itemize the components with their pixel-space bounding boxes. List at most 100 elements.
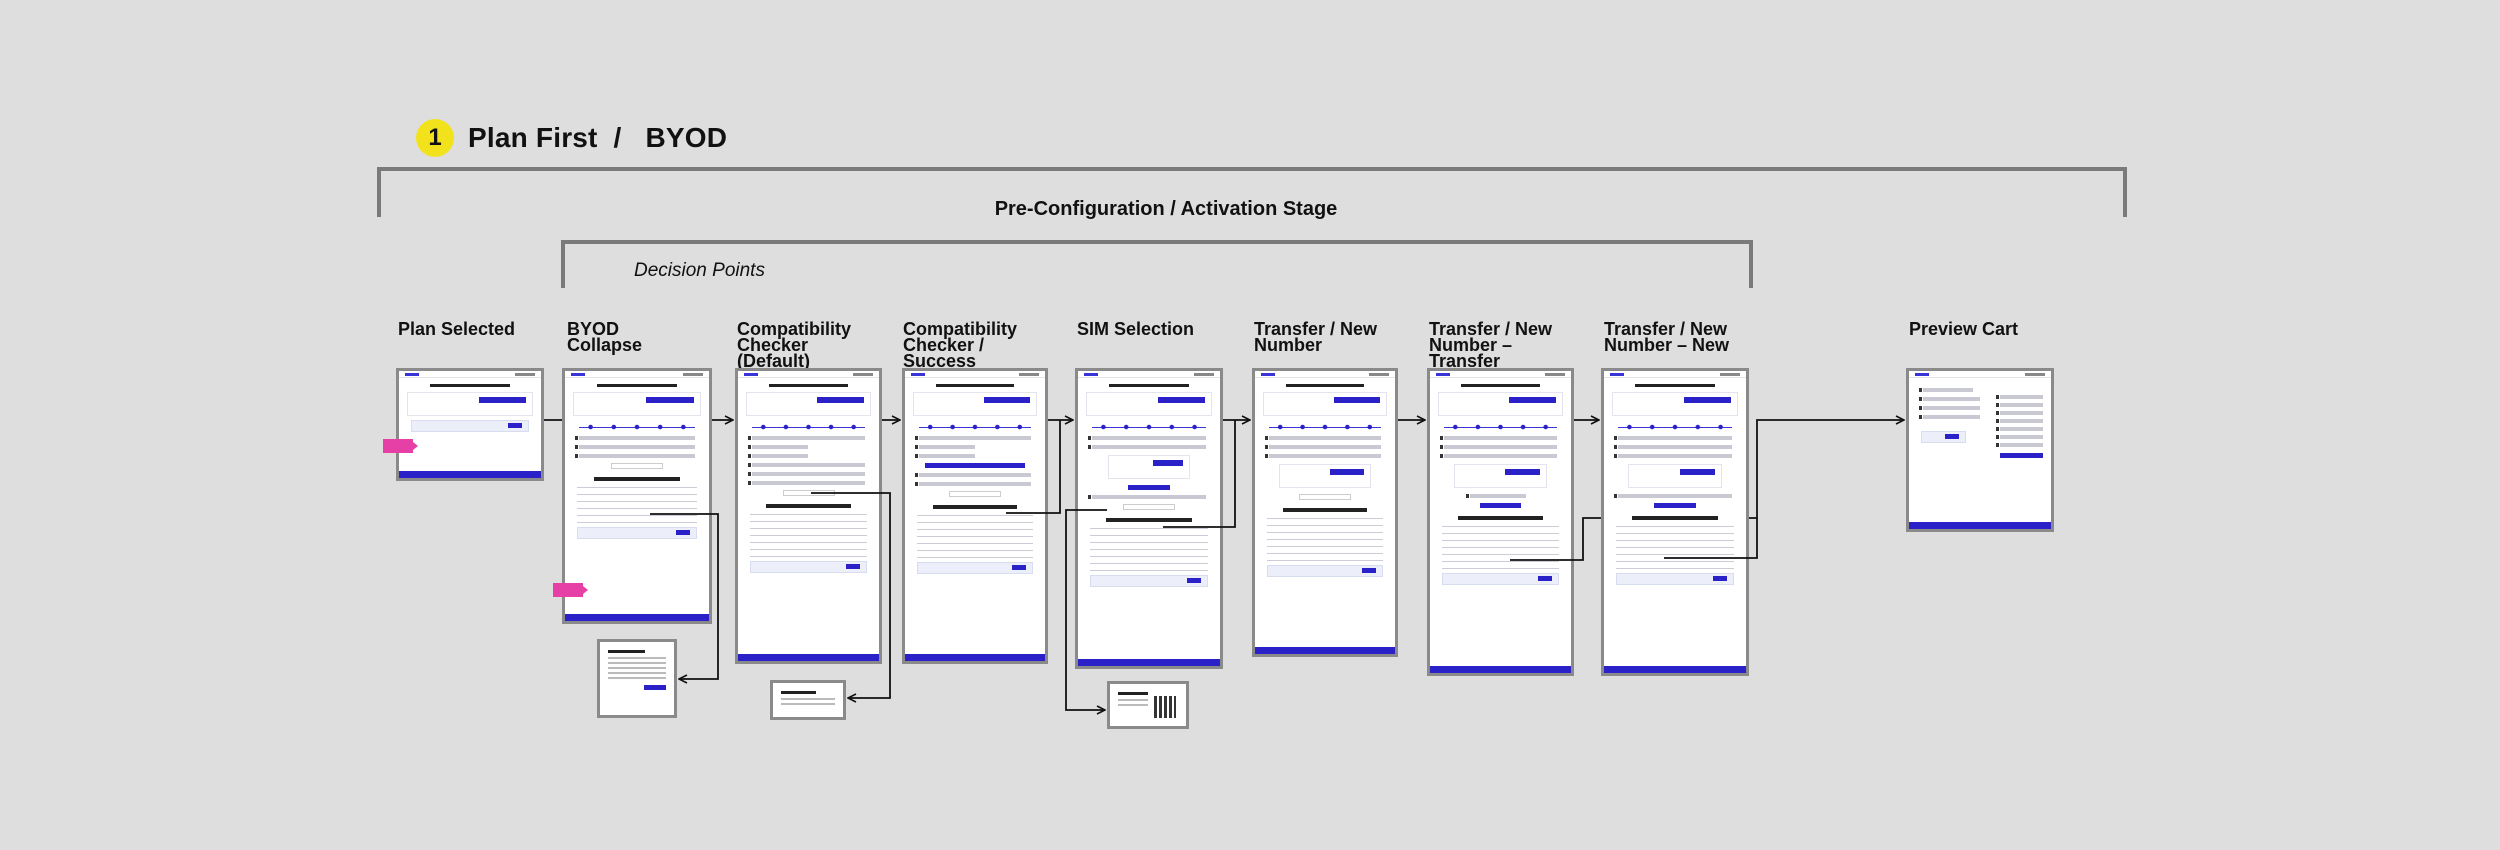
mock-plan-card: [746, 392, 871, 416]
mock-faq-heading: [1283, 508, 1367, 512]
mock-promo-banner: [411, 420, 529, 432]
mock-faq-row: [1267, 529, 1383, 533]
step-label-transfer-new-transfer: Transfer / New Number – Transfer: [1429, 319, 1553, 371]
mock-modal-line: [608, 662, 666, 664]
mock-option-row: [1088, 445, 1206, 449]
mock-modal-line: [781, 703, 835, 705]
mock-faq-heading: [933, 505, 1017, 509]
mock-plan-card: [913, 392, 1037, 416]
mock-option-row: [915, 482, 1031, 486]
mock-faq-row: [750, 539, 867, 543]
mock-faq-row: [1616, 523, 1734, 527]
mock-option-row: [747, 445, 809, 449]
mock-stepper: [1444, 424, 1557, 430]
mock-faq-row: [750, 525, 867, 529]
mock-option-row: [1614, 454, 1732, 458]
mock-option-row: [575, 436, 695, 440]
mock-modal-line: [608, 657, 666, 659]
mock-faq-row: [577, 491, 697, 495]
mock-promo-banner: [1442, 573, 1559, 585]
mock-pill-button: [1123, 504, 1175, 510]
connector-compat-to-modal: [811, 492, 891, 698]
mock-heading: [1461, 384, 1540, 387]
screen-compat-modal[interactable]: [770, 680, 846, 720]
mock-modal-line: [608, 677, 666, 679]
mock-heading: [1635, 384, 1715, 387]
mock-faq-heading: [1458, 516, 1543, 520]
mock-primary-button: [1480, 503, 1521, 508]
mock-option-row: [1440, 436, 1557, 440]
mock-stepper: [1092, 424, 1206, 430]
screen-compat-success[interactable]: [902, 368, 1048, 664]
mock-promo-banner: [577, 527, 697, 539]
mock-promo-banner: [750, 561, 867, 573]
mock-faq-row: [1267, 522, 1383, 526]
mock-faq-row: [917, 547, 1033, 551]
mock-nav: [1430, 371, 1571, 378]
mock-nav: [565, 371, 709, 378]
step-label-preview-cart: Preview Cart: [1909, 319, 2019, 339]
mock-order-summary: [1996, 391, 2043, 464]
mock-option-row: [748, 436, 865, 440]
mock-stepper: [919, 424, 1031, 430]
flow-title-row: 1 Plan First / BYOD: [416, 118, 727, 158]
mock-faq-row: [750, 532, 867, 536]
mock-plan-card: [407, 392, 533, 416]
mock-modal-line: [608, 672, 666, 674]
step-label-byod-collapse: BYOD Collapse: [567, 319, 643, 355]
mock-footer: [399, 471, 541, 478]
screen-transfer-new-new[interactable]: [1601, 368, 1749, 676]
mock-faq-row: [917, 554, 1033, 558]
mock-faq-row: [917, 519, 1033, 523]
step-number-badge: 1: [416, 119, 454, 157]
mock-faq-row: [1442, 565, 1559, 569]
mock-summary-row: [1996, 427, 2043, 431]
step-label-transfer-new: Transfer / New Number: [1254, 319, 1378, 355]
mock-stepper: [752, 424, 865, 430]
screen-byod-collapse[interactable]: [562, 368, 712, 624]
mock-option-row: [915, 473, 1031, 477]
screen-transfer-new[interactable]: [1252, 368, 1398, 657]
mock-faq-heading: [1106, 518, 1192, 522]
screen-byod-modal[interactable]: [597, 639, 677, 718]
mock-faq-row: [1442, 551, 1559, 555]
mock-faq-row: [1090, 539, 1208, 543]
screen-compat-default[interactable]: [735, 368, 882, 664]
mock-footer: [1255, 647, 1395, 654]
screen-preview-cart[interactable]: [1906, 368, 2054, 532]
mock-faq-row: [1267, 536, 1383, 540]
mock-faq-row: [1090, 525, 1208, 529]
mock-faq-row: [750, 546, 867, 550]
mock-cart-item: [1919, 406, 1980, 410]
mock-option-row: [748, 463, 865, 467]
mock-faq-row: [1442, 558, 1559, 562]
mock-modal-line: [608, 667, 666, 669]
screen-sim-selection[interactable]: [1075, 368, 1223, 669]
screen-plan-selected[interactable]: [396, 368, 544, 481]
mock-modal-line: [1118, 704, 1149, 706]
mock-summary-row: [1996, 435, 2043, 439]
mock-number-choice-card: [1279, 464, 1371, 488]
mock-nav: [905, 371, 1045, 378]
mock-faq-row: [1442, 537, 1559, 541]
mock-cart-title: [1919, 388, 1973, 392]
screen-esim-qr-modal[interactable]: [1107, 681, 1189, 729]
mock-faq-row: [1616, 558, 1734, 562]
mock-faq-heading: [766, 504, 851, 508]
mock-faq-row: [1090, 553, 1208, 557]
mock-faq-row: [917, 512, 1033, 516]
stage-label-decision-points: Decision Points: [634, 260, 765, 281]
mock-number-choice-card: [1454, 464, 1547, 488]
mock-faq-row: [1267, 550, 1383, 554]
mock-stepper: [579, 424, 695, 430]
mock-heading: [769, 384, 848, 387]
mock-faq-row: [577, 519, 697, 523]
mock-option-row: [1440, 454, 1557, 458]
mock-stepper: [1269, 424, 1381, 430]
screen-transfer-new-transfer[interactable]: [1427, 368, 1574, 676]
mock-option-row: [748, 481, 865, 485]
step-label-compat-default: Compatibility Checker (Default): [737, 319, 852, 371]
step-label-sim-selection: SIM Selection: [1077, 319, 1195, 339]
mock-plan-card: [1612, 392, 1738, 416]
